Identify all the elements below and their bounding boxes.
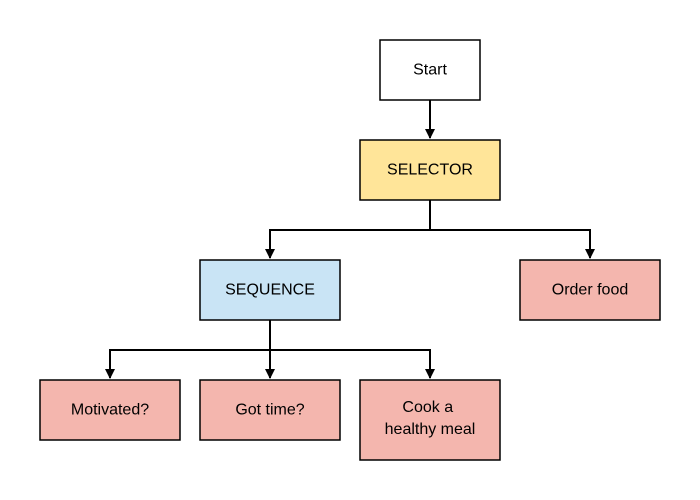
got-time-node-box (199, 379, 341, 441)
start-node[interactable]: Start (379, 39, 481, 101)
connectors (105, 100, 595, 379)
edge-selector-to-order-food (430, 229, 595, 259)
start-node-label: Start (413, 62, 447, 79)
motivated-node-label: Motivated? (71, 402, 149, 419)
sequence-node-label: SEQUENCE (225, 282, 315, 299)
start-node-box (379, 39, 481, 101)
edge-selector-to-sequence (265, 200, 431, 259)
order-food-node-box (519, 259, 661, 321)
selector-node[interactable]: SELECTOR (359, 139, 501, 201)
motivated-node[interactable]: Motivated? (39, 379, 181, 441)
cook-meal-node[interactable]: Cook a healthy meal (359, 379, 501, 461)
sequence-node[interactable]: SEQUENCE (199, 259, 341, 321)
order-food-node[interactable]: Order food (519, 259, 661, 321)
cook-meal-label-line-1: Cook a (402, 399, 453, 416)
cook-meal-label-line-2: healthy meal (385, 421, 476, 438)
order-food-node-label: Order food (552, 282, 628, 299)
got-time-node[interactable]: Got time? (199, 379, 341, 441)
sequence-node-box (199, 259, 341, 321)
cook-meal-node-box (359, 379, 501, 461)
edge-sequence-to-motivated (105, 320, 271, 379)
motivated-node-box (39, 379, 181, 441)
edge-sequence-to-cook-meal (270, 349, 435, 379)
got-time-node-label: Got time? (235, 402, 304, 419)
cook-meal-node-label: Cook a healthy meal (385, 399, 476, 438)
selector-node-label: SELECTOR (387, 162, 473, 179)
selector-node-box (359, 139, 501, 201)
